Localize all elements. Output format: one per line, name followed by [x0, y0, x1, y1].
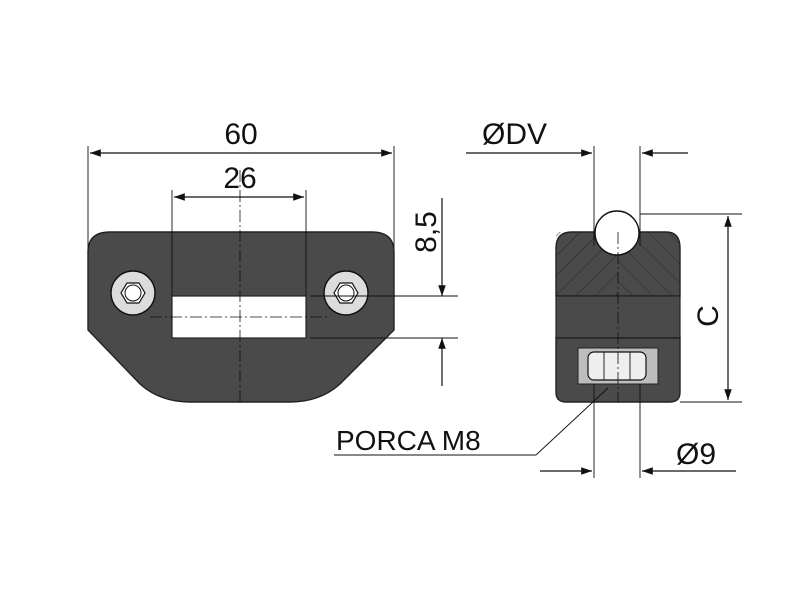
- diameter-symbol-dv: Ø: [482, 118, 505, 151]
- dim-60-label: 60: [224, 118, 257, 151]
- front-view: 60 26 8,5: [87, 118, 458, 403]
- dim-9-value: 9: [699, 438, 716, 471]
- dim-9-label: Ø9: [676, 438, 716, 471]
- nut-callout-label: PORCA M8: [336, 425, 481, 456]
- side-view: ØDV C Ø9 PORCA M8: [334, 118, 742, 478]
- dim-85-label: 8,5: [410, 211, 443, 253]
- side-nut-icon: [587, 351, 647, 381]
- left-nut-icon: [110, 270, 156, 316]
- dim-c-label: C: [692, 305, 725, 327]
- dim-dv-label: ØDV: [482, 118, 547, 151]
- dim-26-label: 26: [223, 162, 256, 195]
- rod-circle-icon: [594, 210, 640, 256]
- dim-dv-value: DV: [505, 118, 547, 151]
- diameter-symbol-9: Ø: [676, 438, 699, 471]
- right-nut-icon: [323, 270, 369, 316]
